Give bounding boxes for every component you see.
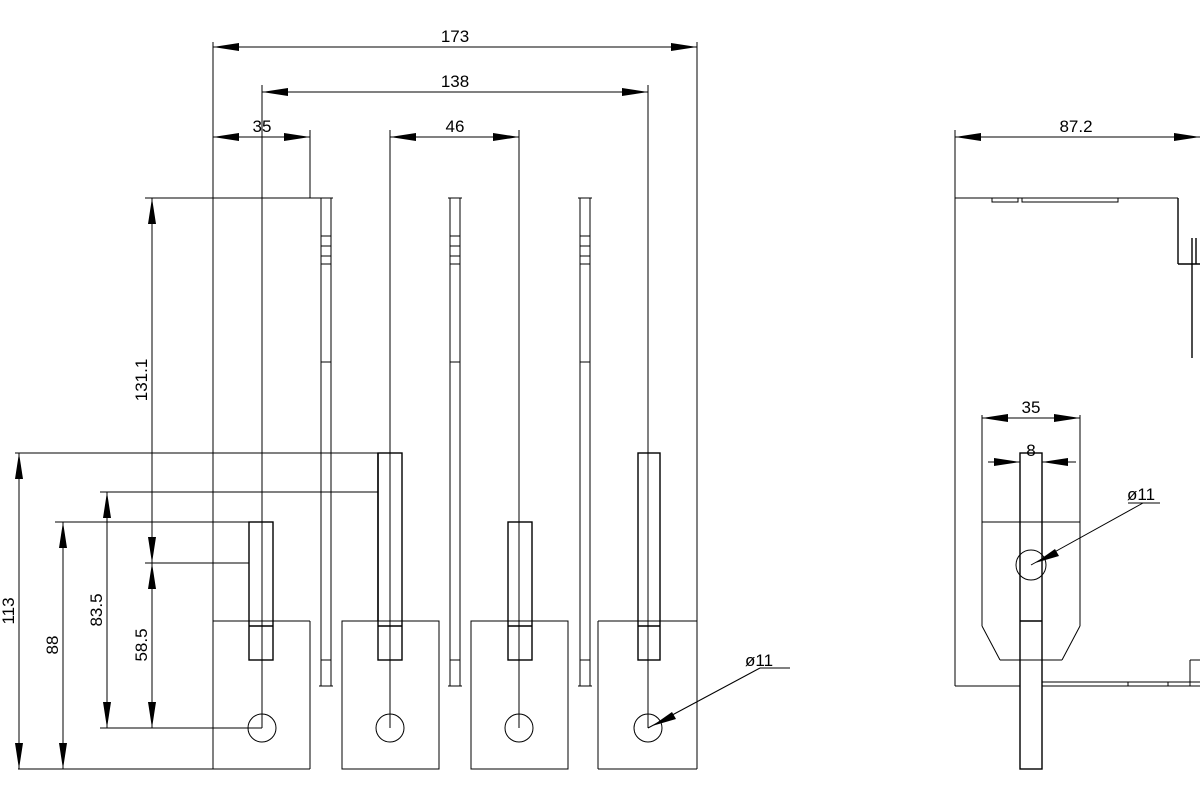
dimension-83-5: 83.5 [87,492,111,728]
dimension-173: 173 [213,27,697,51]
dimension-58-5: 58.5 [132,563,156,728]
dimension-35-side: 35 [982,398,1080,422]
dimension-87-2: 87.2 [955,117,1200,141]
extension-lines [15,85,649,770]
phase-barrier-3 [578,197,592,687]
side-terminal-blade [1019,452,1043,770]
dimension-113-label: 113 [0,597,18,624]
hole-diameter-front-label: ø11 [745,651,773,670]
dimension-131-1-label: 131.1 [132,359,151,402]
dimension-8-label: 8 [1026,441,1035,460]
dimension-35-side-label: 35 [1022,398,1041,417]
phase-barrier-1 [319,197,333,687]
side-right-profile [1177,198,1200,358]
dimension-35-front-label: 35 [253,117,272,136]
dimension-83-5-label: 83.5 [87,593,106,626]
dimension-58-5-label: 58.5 [132,628,151,661]
dimension-173-label: 173 [441,27,469,46]
dimension-8: 8 [988,441,1076,466]
front-view: 173 138 35 46 131.1 [0,27,790,770]
dimension-46-label: 46 [446,117,465,136]
busbar-1 [248,521,274,661]
side-view: 87.2 35 8 ø11 [954,117,1200,770]
hole-leader-side: ø11 [1030,485,1160,566]
side-mounting-hole [1015,549,1047,581]
dimension-138-label: 138 [441,72,469,91]
dimension-88-label: 88 [43,636,62,655]
busbar-3 [507,521,533,661]
dimension-138: 138 [262,72,648,96]
hole-leader-front: ø11 [647,651,790,729]
phase-barrier-2 [448,197,462,687]
dimension-113: 113 [0,453,23,769]
side-busbar [981,415,1081,661]
housing-outline [18,42,698,770]
dimension-131-1: 131.1 [132,198,156,563]
hole-diameter-side-label: ø11 [1127,485,1155,504]
side-housing-outline [954,130,1200,687]
dimension-88: 88 [43,522,67,769]
dimension-46: 46 [390,117,519,141]
dimension-35-front: 35 [213,117,310,141]
side-right-edge [1189,659,1200,686]
dimension-87-2-label: 87.2 [1059,117,1092,136]
busbar-4 [637,452,661,661]
